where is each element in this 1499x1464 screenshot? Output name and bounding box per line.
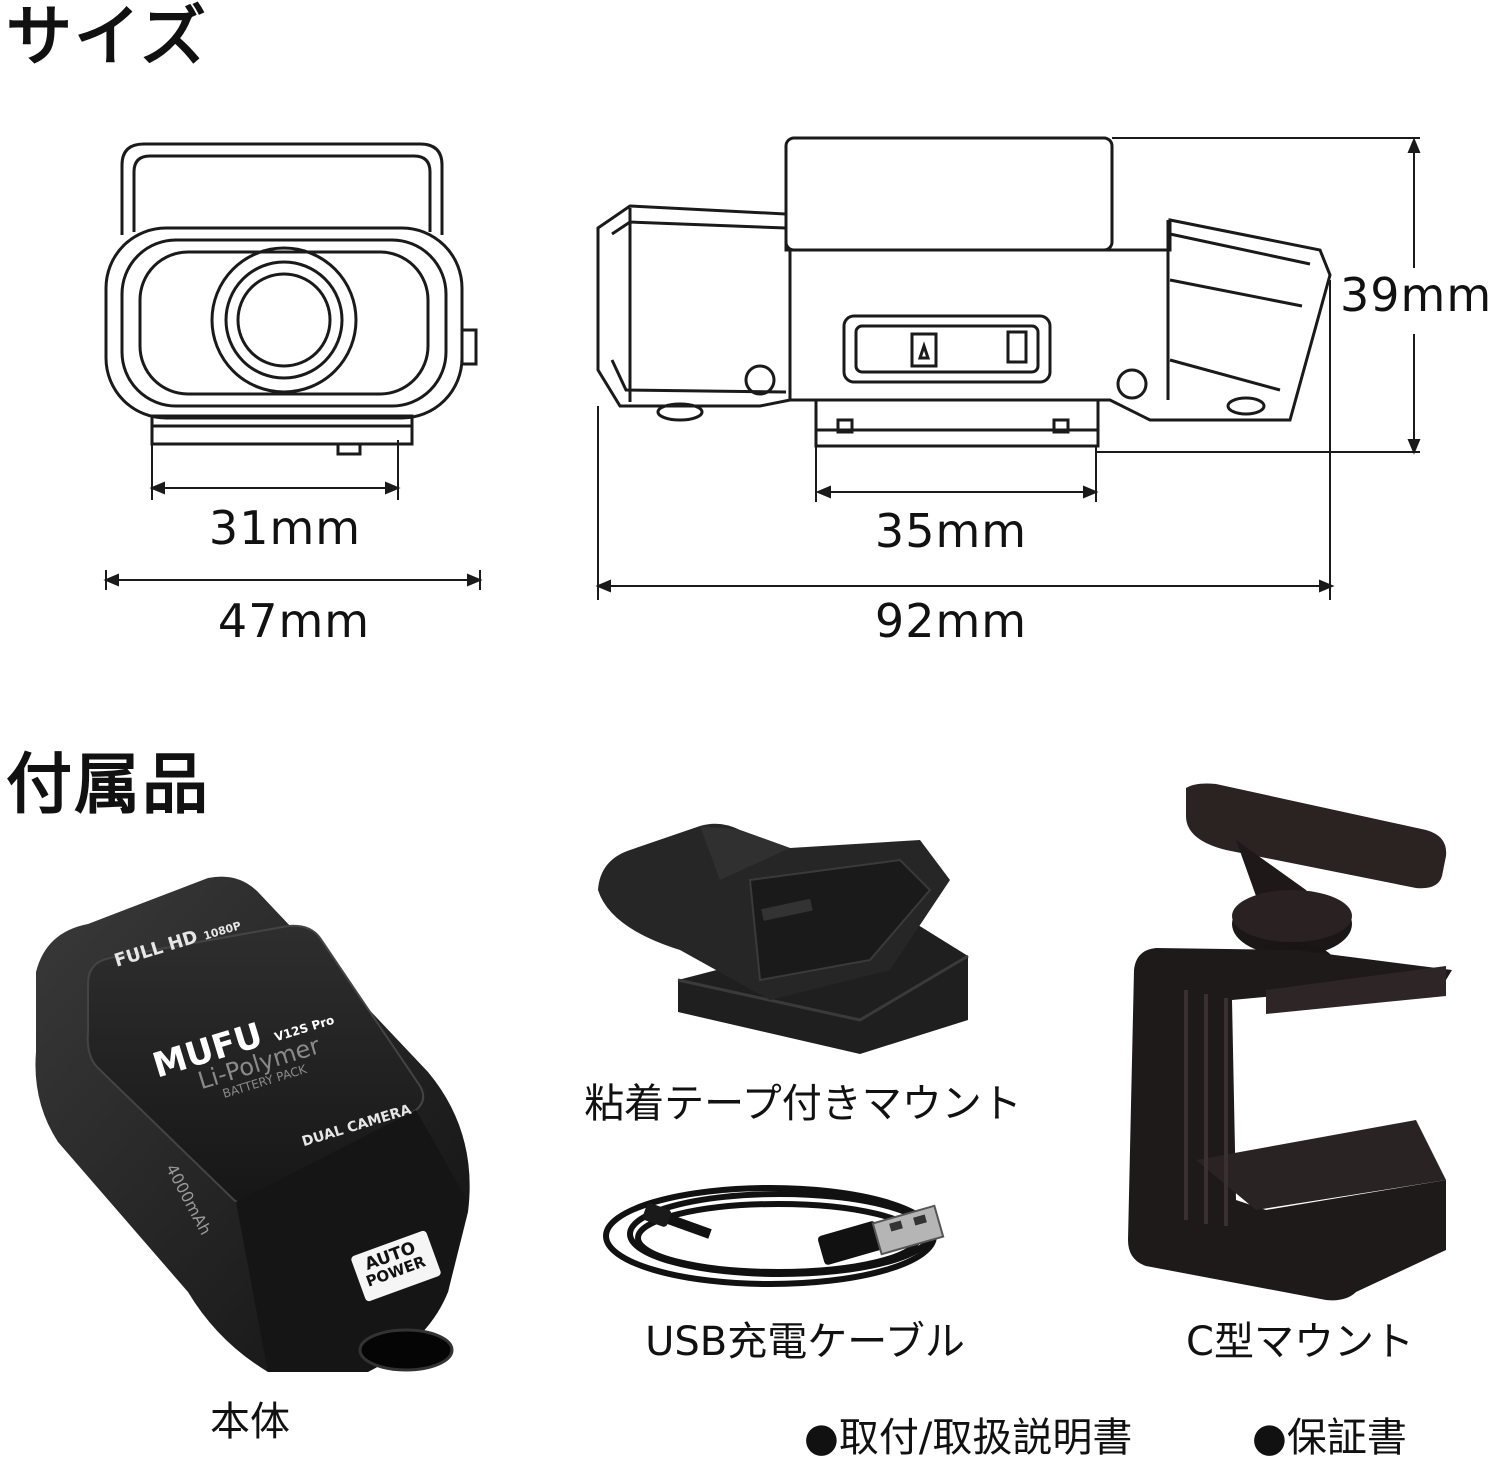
front-inner-dim-line <box>149 481 401 495</box>
front-inner-width-label: 31mm <box>208 501 362 555</box>
note-manual: ●取付/取扱説明書 <box>804 1415 1133 1461</box>
side-length-dim-line <box>595 579 1335 593</box>
size-heading: サイズ <box>6 0 209 75</box>
front-view-drawing <box>104 142 478 500</box>
c-mount-caption: C型マウント <box>1186 1319 1414 1365</box>
note-warranty: ●保証書 <box>1252 1415 1407 1461</box>
side-height-dim-line <box>1407 137 1421 455</box>
side-length-label: 92mm <box>874 594 1028 648</box>
usb-cable-image <box>603 1185 945 1287</box>
adhesive-mount-image <box>598 823 969 1054</box>
side-height-label: 39mm <box>1340 268 1493 322</box>
front-outer-dim-line <box>103 570 483 590</box>
side-mount-dim-line <box>815 485 1099 499</box>
c-mount-image <box>1128 783 1452 1301</box>
adhesive-mount-caption: 粘着テープ付きマウント <box>584 1081 1022 1127</box>
usb-cable-caption: USB充電ケーブル <box>645 1319 965 1365</box>
side-view-drawing <box>596 136 1420 600</box>
side-mount-width-label: 35mm <box>874 504 1028 558</box>
camera-body-image <box>35 876 470 1372</box>
camera-body-caption: 本体 <box>210 1399 290 1445</box>
front-outer-width-label: 47mm <box>217 594 371 648</box>
accessories-heading: 付属品 <box>6 746 210 823</box>
